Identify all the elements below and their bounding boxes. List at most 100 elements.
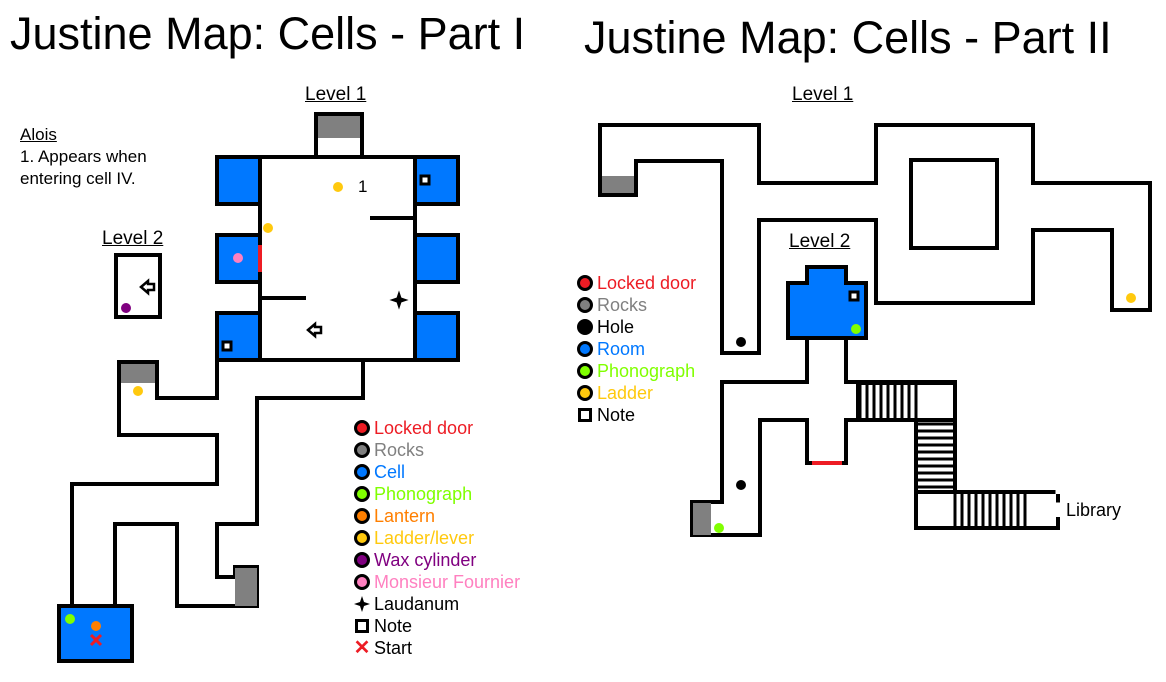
legend-dot-icon [577, 275, 593, 291]
legend-dot-icon [577, 385, 593, 401]
legend-label: Cell [374, 462, 406, 482]
legend-label: Phonograph [597, 361, 696, 381]
legend-item: Hole [577, 316, 696, 338]
legend-item: Locked door [354, 417, 520, 439]
hole-marker [736, 480, 746, 490]
cell [215, 155, 262, 206]
note-line: 1. Appears when [20, 147, 147, 166]
legend-label: Note [374, 616, 413, 636]
legend-label: Locked door [374, 418, 474, 438]
note-icon [848, 290, 860, 302]
rocks-bottom [235, 568, 257, 606]
laudanum-icon [389, 290, 409, 310]
legend-dot-icon [354, 552, 370, 568]
legend-label: Ladder/lever [374, 528, 475, 548]
corridor-wall [598, 159, 878, 355]
legend-item: ✕Start [354, 637, 520, 659]
laudanum-icon [354, 596, 370, 612]
legend-dot-icon [354, 464, 370, 480]
legend-dot-icon [577, 297, 593, 313]
note-icon [419, 174, 431, 186]
wax-cylinder-marker [121, 303, 131, 313]
legend-item: Rocks [577, 294, 696, 316]
rocks-left [119, 363, 157, 383]
legend-item: Monsieur Fournier [354, 571, 520, 593]
ladder-marker [133, 386, 143, 396]
legend-dot-icon [577, 319, 593, 335]
part2-level2-label: Level 2 [789, 231, 851, 252]
inner-block [909, 158, 999, 250]
legend-dot-icon [577, 341, 593, 357]
legend-item: Ladder [577, 382, 696, 404]
part2-level1-label: Level 1 [792, 84, 854, 105]
arrow-left-icon [306, 321, 323, 339]
legend-item: Room [577, 338, 696, 360]
legend-dot-icon [577, 363, 593, 379]
legend-item: Laudanum [354, 593, 520, 615]
rocks [693, 503, 711, 535]
legend-item: Note [577, 404, 696, 426]
corridor-wall [70, 360, 219, 608]
phonograph-marker [714, 523, 724, 533]
legend-item: Cell [354, 461, 520, 483]
start-icon: ✕ [353, 637, 371, 659]
legend-item: Rocks [354, 439, 520, 461]
stair-treads [858, 383, 1027, 528]
cell [413, 155, 460, 206]
hole-marker [736, 337, 746, 347]
legend-dot-icon [354, 420, 370, 436]
cell [215, 311, 262, 362]
legend-label: Wax cylinder [374, 550, 477, 570]
top-alcove-wall [314, 112, 364, 159]
legend-label: Note [597, 405, 636, 425]
legend-item: Phonograph [354, 483, 520, 505]
part1-level2-label: Level 2 [102, 228, 164, 249]
legend-label: Ladder [597, 383, 654, 403]
corridor-wall [598, 123, 1152, 312]
legend-label: Hole [597, 317, 635, 337]
rocks-top [316, 114, 362, 138]
ladder-marker [1126, 293, 1136, 303]
cell [413, 233, 460, 284]
legend-label: Locked door [597, 273, 697, 293]
legend-item: Ladder/lever [354, 527, 520, 549]
legend-dot-icon [354, 442, 370, 458]
fournier-marker [233, 253, 243, 263]
library-exit-label: Library [1066, 500, 1122, 520]
note-icon [221, 340, 233, 352]
legend-label: Start [374, 638, 413, 658]
note-icon [577, 407, 593, 423]
legend-label: Rocks [597, 295, 648, 315]
corridor-wall [155, 358, 219, 400]
phonograph-marker [65, 614, 75, 624]
legend-label: Monsieur Fournier [374, 572, 521, 592]
marker-label: 1 [358, 177, 368, 196]
ladder-marker [333, 182, 343, 192]
rocks [601, 176, 636, 194]
corridor-wall [844, 336, 957, 384]
legend-item: Phonograph [577, 360, 696, 382]
legend-label: Room [597, 339, 646, 359]
legend-item: Lantern [354, 505, 520, 527]
part1-title: Justine Map: Cells - Part I [10, 8, 526, 59]
legend-label: Lantern [374, 506, 436, 526]
note-heading: Alois [20, 125, 57, 144]
legend-dot-icon [354, 486, 370, 502]
legend-label: Phonograph [374, 484, 473, 504]
legend-label: Laudanum [374, 594, 460, 614]
lantern-marker [91, 621, 101, 631]
stairs-3 [914, 490, 1060, 530]
legend-item: Note [354, 615, 520, 637]
cell [413, 311, 460, 362]
start-icon [89, 633, 103, 647]
note-line: entering cell IV. [20, 169, 136, 188]
ladder-marker [263, 223, 273, 233]
legend-dot-icon [354, 530, 370, 546]
arrow-left-icon [139, 278, 156, 296]
legend-item: Locked door [577, 272, 696, 294]
legend-dot-icon [354, 508, 370, 524]
corridor-wall [690, 336, 862, 537]
